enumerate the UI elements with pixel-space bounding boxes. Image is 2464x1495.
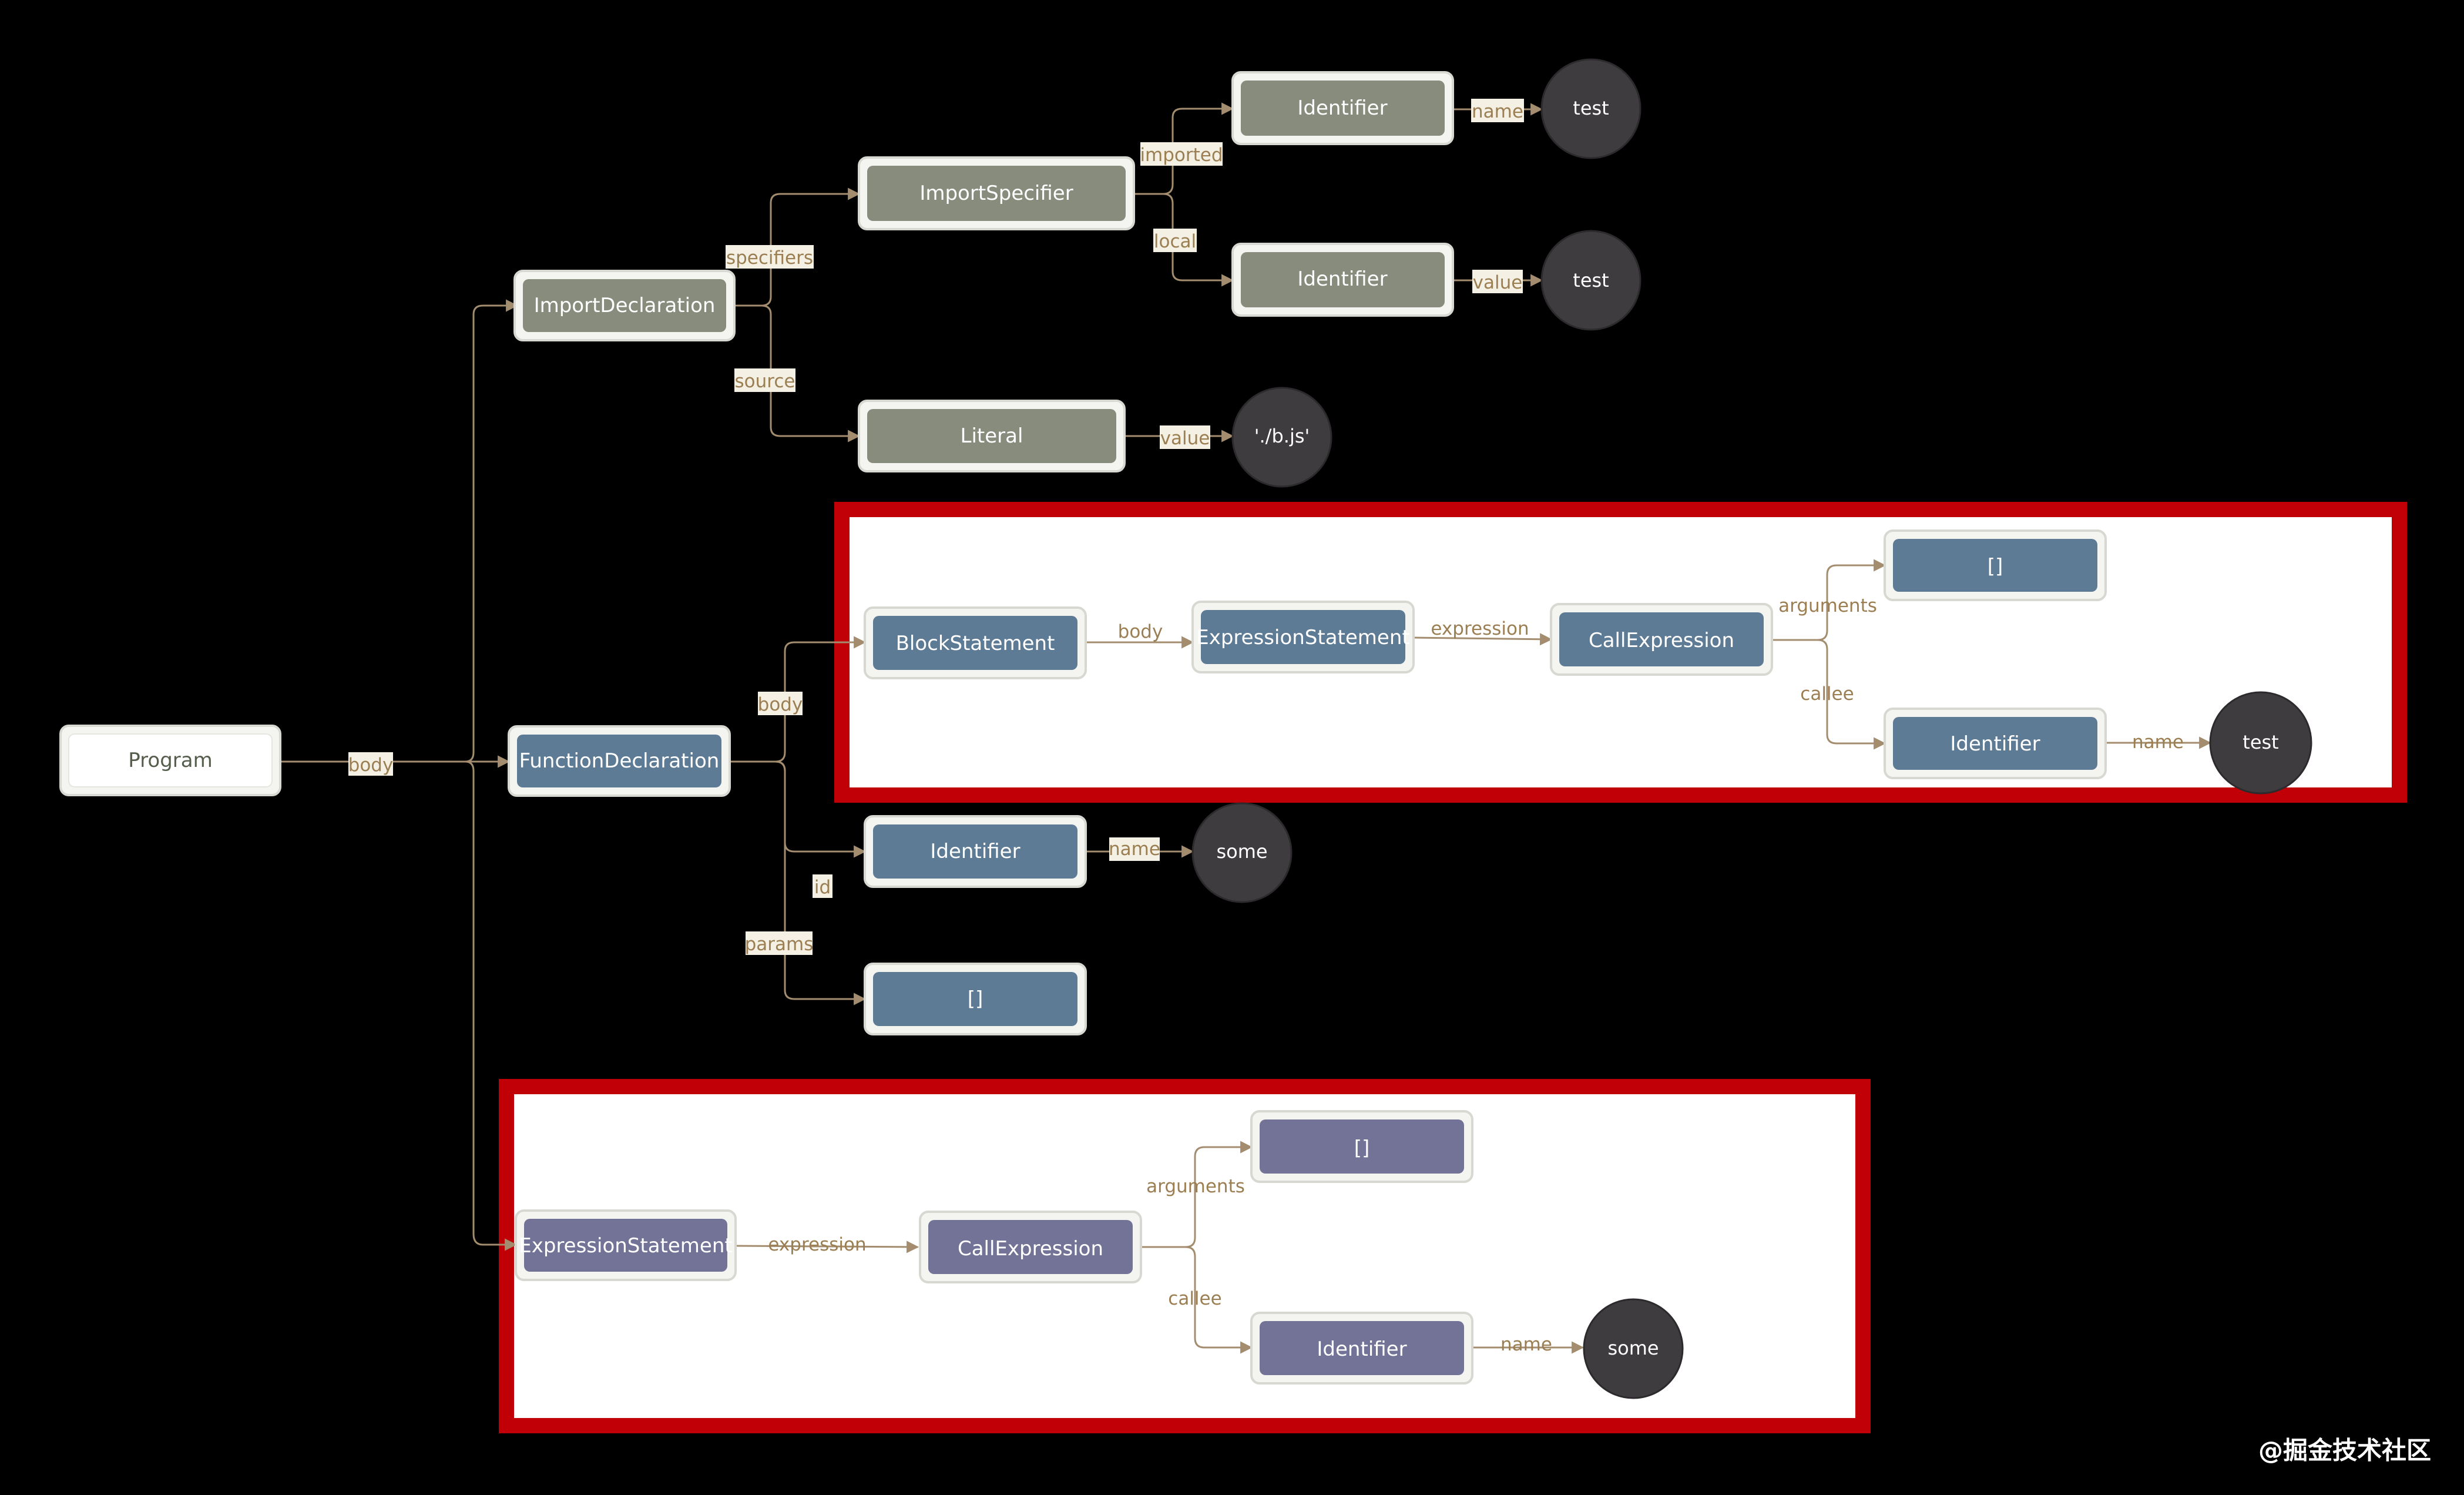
edge-label-fn-params: params: [745, 934, 814, 955]
edge-label-bg: [1109, 837, 1160, 861]
edge-label-fn-body: body: [758, 694, 803, 715]
node-label: Identifier: [1950, 732, 2040, 756]
edge-label-block-body: body: [1118, 621, 1163, 642]
node-label: CallExpression: [958, 1237, 1103, 1261]
edge-callee-outer: [1185, 1246, 1253, 1354]
node-call-expression-outer[interactable]: CallExpression: [919, 1211, 1142, 1283]
edge-label-body: body: [348, 755, 394, 776]
edge-arguments-inner: [1772, 559, 1886, 641]
watermark: @掘金技术社区: [2258, 1436, 2431, 1465]
node-params[interactable]: []: [864, 963, 1087, 1035]
node-label: ExpressionStatement: [519, 1234, 732, 1258]
leaf-label: some: [1607, 1337, 1659, 1359]
edge-expression-inner: [1413, 633, 1553, 646]
edge-label-bg: [1140, 142, 1223, 166]
edge-label-callee-outer: callee: [1168, 1288, 1221, 1309]
edge-label-local: local: [1154, 231, 1196, 252]
edge-label-bg: [726, 245, 814, 269]
node-label: Identifier: [1297, 96, 1387, 120]
leaf-callee-name-outer[interactable]: some: [1583, 1298, 1684, 1399]
node-identifier-callee-inner[interactable]: Identifier: [1884, 708, 2107, 779]
node-function-declaration[interactable]: FunctionDeclaration: [508, 725, 731, 797]
edge-label-fn-id: id: [814, 877, 831, 898]
edge-label-name-imported: name: [1472, 101, 1523, 122]
edge-callee-inner: [1817, 639, 1886, 750]
node-identifier-callee-outer[interactable]: Identifier: [1250, 1312, 1473, 1385]
node-label: Identifier: [1297, 267, 1387, 291]
edge-label-name-callee-outer: name: [1500, 1334, 1552, 1355]
node-label: []: [1988, 555, 2003, 578]
edge-label-value-literal: value: [1160, 428, 1210, 449]
node-label: Identifier: [930, 840, 1020, 863]
edge-label-name-id: name: [1109, 839, 1160, 860]
leaf-label: './b.js': [1254, 425, 1310, 447]
edge-expression-outer: [735, 1241, 919, 1253]
node-import-declaration[interactable]: ImportDeclaration: [513, 270, 736, 341]
edge-body-expression: [465, 760, 518, 1251]
node-label: ImportSpecifier: [919, 182, 1073, 205]
edge-label-name-callee-inner: name: [2132, 732, 2184, 753]
edge-label-expression-outer: expression: [768, 1234, 866, 1255]
node-label: FunctionDeclaration: [519, 749, 720, 773]
leaf-label: some: [1216, 840, 1267, 863]
leaf-label: test: [2243, 731, 2278, 753]
edge-label-bg: [348, 752, 393, 776]
edge-label-bg: [746, 931, 813, 955]
node-label: []: [1354, 1137, 1370, 1160]
node-identifier-local[interactable]: Identifier: [1231, 243, 1454, 317]
node-arguments-inner[interactable]: []: [1884, 529, 2107, 601]
node-label: ImportDeclaration: [534, 294, 716, 317]
edge-label-bg: [1160, 425, 1210, 449]
node-program[interactable]: Program: [59, 725, 281, 796]
leaf-label: test: [1573, 269, 1609, 291]
node-identifier-imported[interactable]: Identifier: [1231, 71, 1454, 145]
node-import-specifier[interactable]: ImportSpecifier: [858, 156, 1135, 230]
edge-body-import: [465, 299, 519, 763]
edge-labels: body specifiers source imported local na…: [348, 99, 2184, 1355]
leaf-local-value[interactable]: test: [1540, 230, 1641, 331]
edge-arguments-outer: [1141, 1141, 1253, 1248]
edge-label-specifiers: specifiers: [726, 247, 813, 269]
edge-label-callee-inner: callee: [1800, 683, 1854, 705]
node-expression-statement-outer[interactable]: ExpressionStatement: [515, 1209, 737, 1281]
node-identifier-id[interactable]: Identifier: [864, 815, 1087, 888]
node-literal[interactable]: Literal: [858, 400, 1126, 472]
edge-label-expression-inner: expression: [1431, 618, 1529, 639]
leaf-imported-name[interactable]: test: [1540, 58, 1641, 159]
node-label: Identifier: [1317, 1338, 1406, 1361]
edge-label-arguments-outer: arguments: [1146, 1176, 1245, 1197]
edge-label-value-local: value: [1473, 272, 1523, 293]
leaf-label: test: [1573, 97, 1609, 119]
leaf-callee-name-inner[interactable]: test: [2209, 691, 2312, 795]
node-expression-statement-inner[interactable]: ExpressionStatement: [1191, 601, 1415, 673]
leaf-id-name[interactable]: some: [1191, 802, 1293, 903]
edge-label-bg: [734, 368, 795, 392]
edge-label-bg: [758, 692, 803, 715]
node-label: ExpressionStatement: [1196, 626, 1409, 649]
edge-fn-params: [775, 760, 867, 1005]
edge-label-bg: [1153, 229, 1197, 252]
node-arguments-outer[interactable]: []: [1250, 1110, 1473, 1183]
edge-label-source: source: [735, 371, 795, 392]
edge-label-bg: [1471, 99, 1524, 122]
node-label: Literal: [961, 424, 1023, 448]
leaf-literal-value[interactable]: './b.js': [1231, 387, 1332, 488]
edge-label-bg: [813, 874, 832, 898]
node-label: BlockStatement: [896, 632, 1055, 655]
node-label: Program: [128, 749, 212, 772]
edge-label-bg: [1472, 270, 1523, 293]
edge-label-arguments-inner: arguments: [1778, 595, 1877, 616]
node-block-statement[interactable]: BlockStatement: [864, 606, 1087, 679]
edge-label-imported: imported: [1140, 145, 1223, 166]
edges: [281, 102, 2212, 1354]
node-label: CallExpression: [1589, 629, 1734, 652]
node-label: []: [968, 987, 983, 1011]
node-call-expression-inner[interactable]: CallExpression: [1550, 603, 1773, 676]
